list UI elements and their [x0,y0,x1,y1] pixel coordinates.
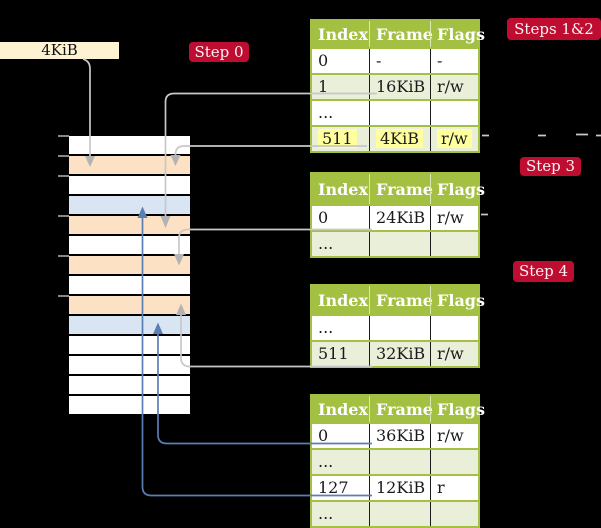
table-cell: 511 [312,127,369,151]
memory-frame-row [69,316,190,336]
table-cell [369,450,430,474]
memory-frame-row [69,296,190,316]
memory-frame-row [69,176,190,196]
table-cell: r/w [430,424,478,448]
table-cell: 127 [318,478,349,497]
highlighted-value: r/w [437,129,472,148]
table-cell: 16KiB [369,75,430,99]
table-cell: ... [318,452,334,471]
table-row: 511 4KiB r/w [312,125,478,151]
table-cell: 0 [318,51,329,70]
memory-tick [58,155,69,157]
header-cell-flags: Flags [430,396,485,422]
step-0-badge: Step 0 [189,42,249,62]
table-cell: 36KiB [369,424,430,448]
table-cell: ... [318,318,334,337]
table-cell [430,316,478,340]
table-cell: r/w [430,75,478,99]
table-cell: ... [318,504,334,523]
header-cell-frame: Frame [369,21,433,47]
memory-tick [58,215,69,217]
header-cell-index: Index [318,179,369,199]
memory-tick [58,295,69,297]
highlighted-value: 511 [318,129,357,148]
table-cell [430,450,478,474]
table-cell [430,101,478,125]
header-cell-frame: Frame [369,174,433,204]
memory-frame-row [69,236,190,256]
table-cell: 32KiB [369,342,430,366]
memory-tick [58,175,69,177]
table-cell: 511 [318,344,349,363]
table-cell: r/w [430,342,478,366]
table-cell: 12KiB [369,476,430,500]
header-cell-frame: Frame [369,396,433,422]
table-cell: 0 [318,426,329,445]
memory-frame-row [69,376,190,396]
table-row: ... [312,314,478,340]
memory-frame-row [69,256,190,276]
table-cell: 1 [318,77,329,96]
memory-tick [58,255,69,257]
table-cell: - [430,49,478,73]
memory-tick [58,135,69,137]
header-cell-index: Index [318,399,369,419]
dashed-line-right-of-table1 [482,133,601,137]
table-row: ... [312,230,478,256]
frame-size-box: 4KiB [0,42,119,59]
memory-frame-row [69,156,190,176]
memory-frame-row [69,136,190,156]
memory-frame-row [69,276,190,296]
table-cell: ... [318,234,334,253]
step-3-badge: Step 3 [520,157,581,176]
memory-frame-row [69,396,190,416]
table-cell [369,101,430,125]
header-cell-flags: Flags [430,21,485,47]
table-cell: r/w [430,206,478,230]
table-row: 0 -- [312,47,478,73]
table-cell [369,232,430,256]
table-row: ... [312,99,478,125]
header-cell-index: Index [318,290,369,310]
table-cell [369,502,430,526]
table-cell: 4KiB [369,127,430,151]
table-cell: - [369,49,430,73]
table-cell [430,232,478,256]
header-cell-flags: Flags [430,174,485,204]
header-cell-flags: Flags [430,286,485,314]
table-cell: r/w [430,127,478,151]
table-cell: 0 [318,208,329,227]
table-cell: 24KiB [369,206,430,230]
table-cell [430,502,478,526]
memory-frame-row [69,216,190,236]
memory-frame-row [69,356,190,376]
steps-1-2-badge: Steps 1&2 [507,18,601,40]
table-row: ... [312,500,478,526]
physical-memory-column [69,136,190,416]
table-cell [369,316,430,340]
header-cell-index: Index [318,24,369,44]
table-cell: r [430,476,478,500]
header-cell-frame: Frame [369,286,433,314]
step-4-badge: Step 4 [513,261,574,282]
table-cell: ... [318,103,334,122]
highlighted-value: 4KiB [376,129,424,148]
memory-frame-row [69,336,190,356]
memory-frame-row [69,196,190,216]
table-row: ... [312,448,478,474]
